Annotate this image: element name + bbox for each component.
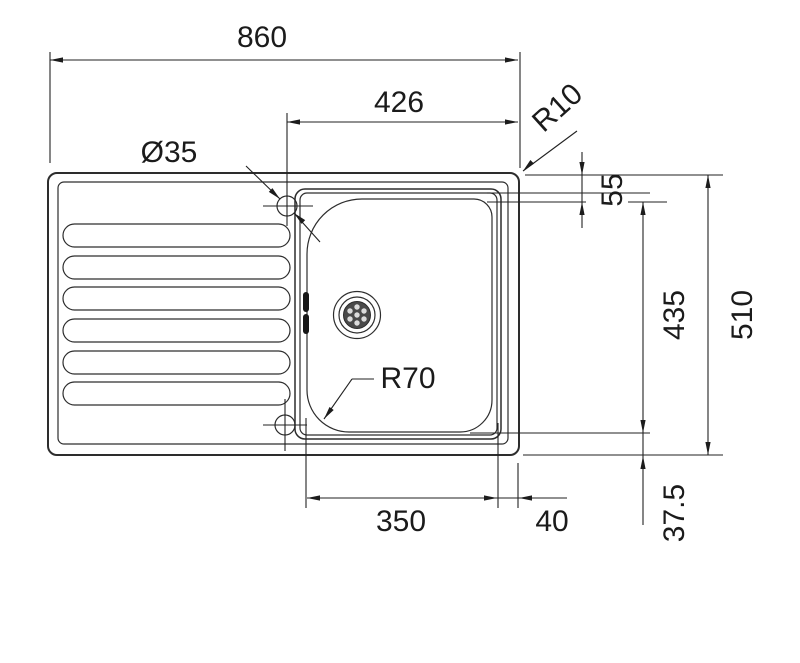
arrowhead-right — [505, 119, 518, 125]
dimension-bowl-corner-radius: R70 — [323, 362, 436, 420]
arrowhead-up — [705, 175, 711, 188]
dimension-label-426: 426 — [374, 86, 424, 119]
dimension-total-width: 860 — [50, 21, 518, 63]
dimension-side-margin: 40 — [497, 495, 569, 538]
sink-outer-edge — [47, 172, 520, 456]
arrowhead — [324, 407, 334, 419]
dimension-label-510: 510 — [726, 290, 759, 340]
dimension-outer-corner-radius: R10 — [522, 77, 589, 172]
drain-outer-ring — [332, 290, 382, 340]
tap-hole-top — [263, 195, 313, 217]
drainboard-ribs — [62, 223, 291, 406]
arrowhead-left — [50, 57, 63, 63]
dimension-bowl-base-width: 350 — [307, 495, 497, 538]
arrowhead — [268, 188, 280, 199]
bowl-overflow-mark — [303, 314, 309, 334]
arrowhead-left — [287, 119, 300, 125]
drain-hole — [354, 304, 360, 310]
dimension-label-37-5: 37.5 — [658, 484, 691, 542]
dimension-label-350: 350 — [376, 505, 426, 538]
bowl-overflow-mark — [303, 292, 309, 312]
drain-hole — [347, 308, 353, 314]
arrowhead-up — [640, 456, 646, 469]
dimension-rim-offset: 55 — [579, 152, 629, 228]
drain-mid-ring — [338, 296, 376, 334]
sink-inner-rim — [57, 181, 509, 445]
drain-hole — [347, 316, 353, 322]
dimension-label-435: 435 — [658, 290, 691, 340]
arrowhead-down — [579, 162, 585, 175]
arrowhead-down — [640, 420, 646, 433]
arrowhead — [523, 160, 534, 171]
dimension-label-r70: R70 — [380, 362, 435, 395]
bowl-basin-contour — [306, 198, 493, 433]
drainboard-rib — [62, 350, 291, 375]
dimension-bowl-length: 435 — [640, 202, 691, 455]
arrowhead-right — [484, 495, 497, 501]
bowl-rim-inner — [299, 192, 498, 436]
drain-hole — [354, 320, 360, 326]
dimension-bottom-margin: 37.5 — [640, 455, 691, 542]
drain-hole — [354, 312, 360, 318]
arrowhead-left — [307, 495, 320, 501]
drain-strainer — [332, 290, 382, 340]
arrowhead-left — [519, 495, 532, 501]
bowl-rim-outer — [294, 188, 502, 440]
dimension-bowl-opening-width: 426 — [287, 86, 518, 125]
drainboard-rib — [62, 381, 291, 406]
sink-bowl — [294, 188, 502, 440]
tap-hole-bottom — [263, 399, 307, 451]
dimension-label-55: 55 — [596, 173, 629, 206]
dimension-label-d35: Ø35 — [141, 136, 198, 169]
arrowhead-up — [579, 202, 585, 215]
dimension-label-r10: R10 — [526, 77, 589, 138]
drain-hole — [361, 308, 367, 314]
drainboard-rib — [62, 286, 291, 311]
drainboard-rib — [62, 318, 291, 343]
extension-lines — [49, 52, 723, 508]
drainboard-rib — [62, 255, 291, 280]
arrowhead-right — [505, 57, 518, 63]
dimension-label-860: 860 — [237, 21, 287, 54]
arrowhead-down — [705, 442, 711, 455]
dimension-tap-hole-diameter: Ø35 — [141, 136, 321, 243]
sink-outline — [47, 172, 520, 456]
dimension-total-depth: 510 — [705, 175, 759, 455]
dimension-label-40: 40 — [535, 505, 568, 538]
drainboard-rib — [62, 223, 291, 248]
drain-hole — [361, 316, 367, 322]
arrowhead-up — [640, 202, 646, 215]
arrowhead — [294, 213, 306, 224]
